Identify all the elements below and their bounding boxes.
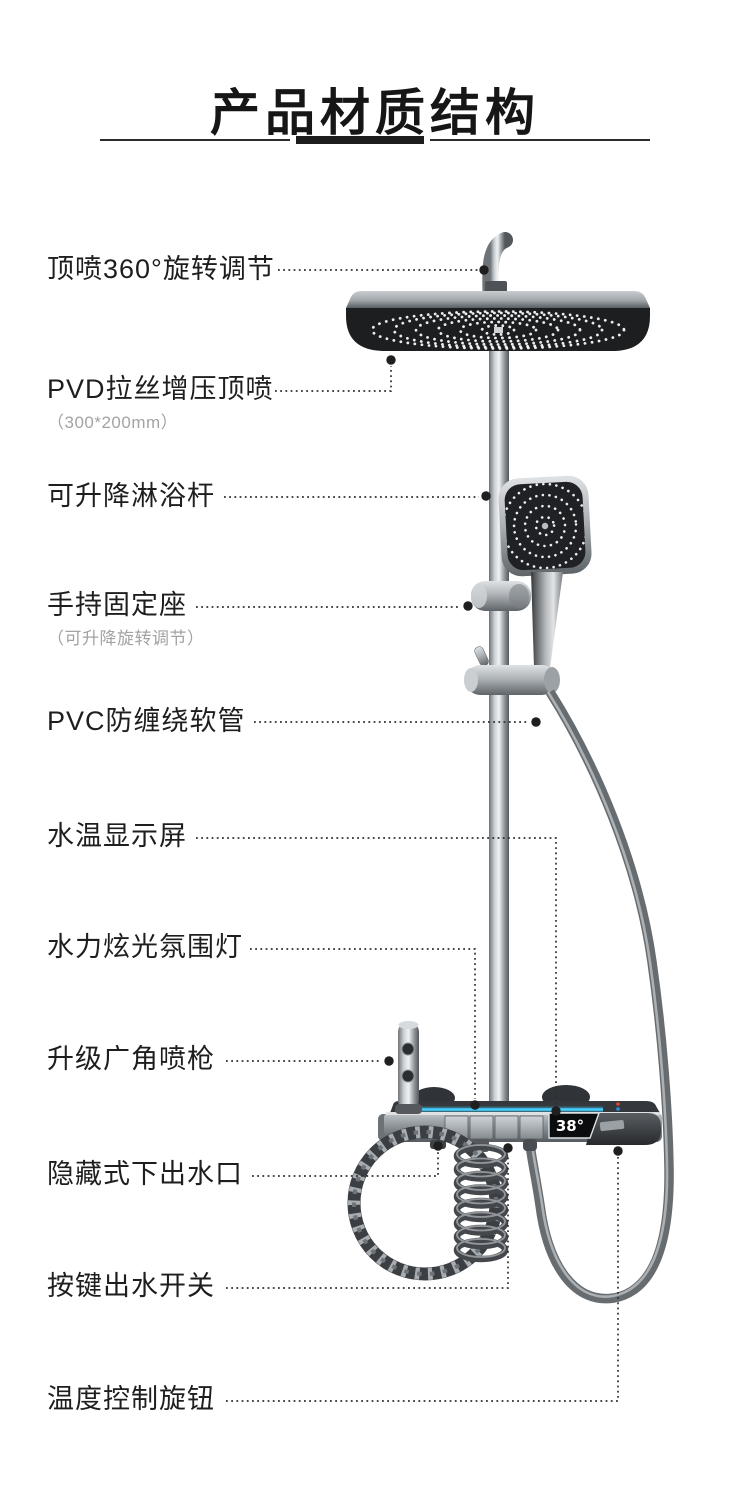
callout-connectors bbox=[196, 265, 623, 1402]
label-spray-gun: 升级广角喷枪 bbox=[47, 1043, 215, 1075]
label-text: 升级广角喷枪 bbox=[47, 1044, 215, 1074]
label-temp-display: 水温显示屏 bbox=[47, 820, 187, 852]
pvc-hose bbox=[525, 689, 674, 1304]
hot-indicator-dot bbox=[616, 1102, 620, 1106]
label-temp-knob: 温度控制旋钮 bbox=[47, 1383, 215, 1415]
water-mode-buttons bbox=[444, 1115, 544, 1140]
label-pvd-top-spray: PVD拉丝增压顶喷 （300*200mm） bbox=[47, 373, 274, 433]
label-ambient-light: 水力炫光氛围灯 bbox=[47, 931, 243, 963]
temperature-readout: 38° bbox=[556, 1117, 584, 1135]
label-text: PVC防缠绕软管 bbox=[47, 706, 246, 736]
rain-nozzle-dots bbox=[370, 310, 626, 350]
label-sub: （300*200mm） bbox=[47, 413, 179, 433]
connector-ambient-light bbox=[250, 948, 480, 1110]
temperature-knob bbox=[586, 1113, 661, 1145]
connector-hose bbox=[254, 717, 541, 727]
handheld-shower bbox=[498, 475, 592, 668]
valve-body: 38° bbox=[378, 1101, 662, 1152]
label-text: 顶喷360°旋转调节 bbox=[47, 254, 275, 284]
title-divider bbox=[0, 130, 750, 150]
connector-hidden-outlet bbox=[252, 1141, 443, 1177]
handheld-center-nozzle bbox=[541, 522, 549, 530]
handheld-holder-bracket bbox=[471, 581, 531, 611]
top-shower-head bbox=[346, 291, 650, 351]
slider-fitting bbox=[464, 646, 560, 695]
connector-display bbox=[196, 837, 561, 1116]
temperature-display bbox=[548, 1112, 600, 1139]
label-text: PVD拉丝增压顶喷 bbox=[47, 374, 274, 404]
shower-riser-rod bbox=[489, 300, 509, 1125]
label-pvc-hose: PVC防缠绕软管 bbox=[47, 705, 246, 737]
label-lift-rod: 可升降淋浴杆 bbox=[47, 480, 215, 512]
spray-gun bbox=[395, 1021, 422, 1114]
label-holder: 手持固定座 （可升降旋转调节） bbox=[47, 589, 205, 649]
divider-line-left bbox=[100, 139, 290, 141]
label-text: 水力炫光氛围灯 bbox=[47, 932, 243, 962]
label-text: 可升降淋浴杆 bbox=[47, 481, 215, 511]
label-hidden-outlet: 隐藏式下出水口 bbox=[47, 1158, 243, 1190]
label-top-spray-rotation: 顶喷360°旋转调节 bbox=[47, 253, 275, 285]
connector-spray-gun bbox=[226, 1056, 394, 1066]
page-title: 产品材质结构 bbox=[210, 84, 540, 141]
label-button-switch: 按键出水开关 bbox=[47, 1270, 215, 1302]
divider-bar bbox=[296, 136, 424, 144]
label-text: 温度控制旋钮 bbox=[47, 1384, 215, 1414]
connector-pvd-top-spray bbox=[275, 355, 396, 392]
connector-lift-rod bbox=[224, 491, 491, 501]
cold-indicator-dot bbox=[616, 1107, 620, 1111]
label-text: 隐藏式下出水口 bbox=[47, 1159, 243, 1189]
connector-holder bbox=[196, 601, 473, 611]
handheld-nozzle-dots bbox=[503, 482, 587, 570]
connector-temp-knob bbox=[226, 1146, 623, 1402]
label-text: 手持固定座 bbox=[47, 590, 187, 620]
handheld-handle bbox=[531, 572, 563, 668]
label-text: 按键出水开关 bbox=[47, 1271, 215, 1301]
fitting-lever bbox=[474, 646, 489, 667]
head-center-nozzle bbox=[494, 327, 503, 333]
divider-line-right bbox=[430, 139, 650, 141]
coiled-spring-hose bbox=[347, 1125, 509, 1281]
label-text: 水温显示屏 bbox=[47, 821, 187, 851]
label-sub: （可升降旋转调节） bbox=[47, 629, 205, 649]
connector-button-switch bbox=[226, 1143, 513, 1289]
connector-top-spray-rotation bbox=[278, 265, 489, 275]
